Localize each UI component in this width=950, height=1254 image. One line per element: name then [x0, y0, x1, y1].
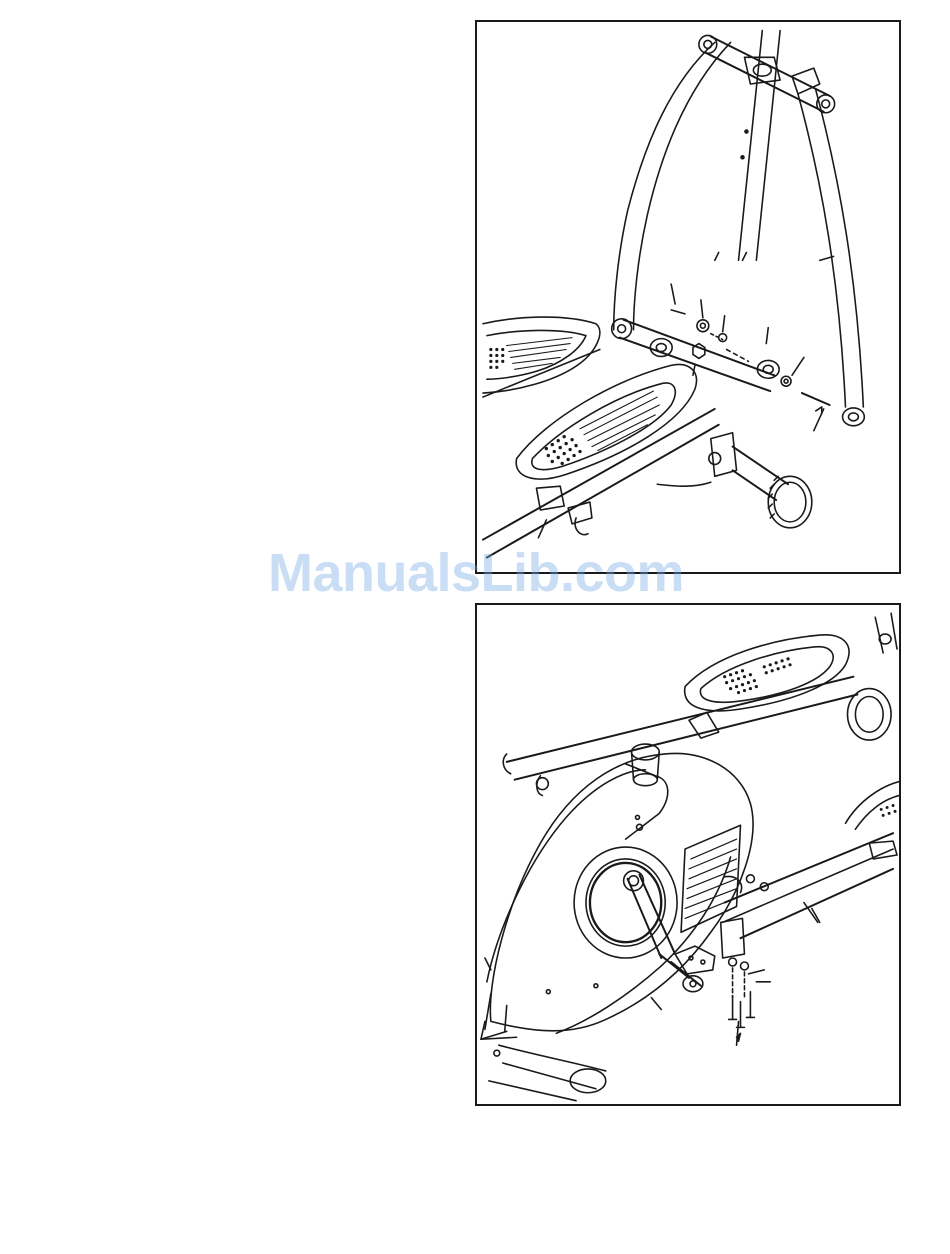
- frame-base-assembly-drawing: [477, 605, 899, 1104]
- watermark-text: ManualsLib.com: [268, 540, 698, 606]
- assembly-illustration-bottom: [475, 603, 901, 1106]
- upright-assembly-drawing: [477, 22, 899, 572]
- assembly-illustration-top: [475, 20, 901, 574]
